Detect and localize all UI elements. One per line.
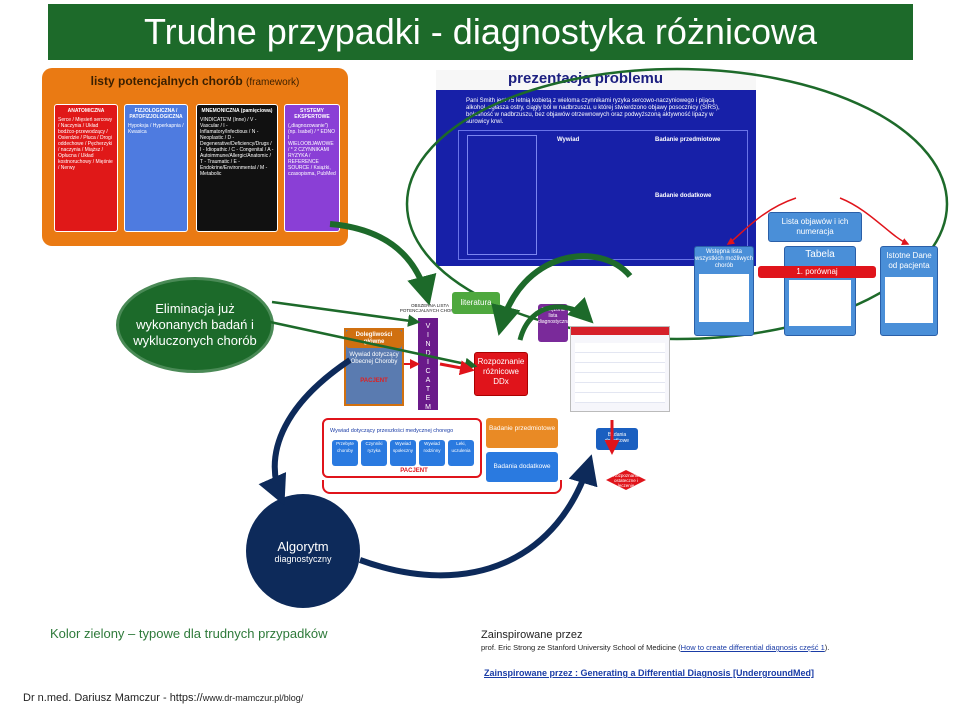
inspired-link-1[interactable]: How to create differential diagnosis czę…	[680, 643, 825, 652]
literature-box: literatura	[452, 292, 500, 314]
current-history-label: Wywiad dotyczący Obecnej Choroby	[349, 352, 399, 365]
diagnosis-table	[570, 326, 670, 412]
arrow-presentation-to-diagnosis	[491, 253, 633, 336]
past-history-label: Wywiad dotyczący przeszłości medycznej c…	[330, 428, 454, 434]
diagnosis-box: Rozpoznanie różnicowe DDx	[474, 352, 528, 396]
past-col-4: Leki, uczulenia	[448, 440, 474, 466]
compare-arrow: 1. porównaj	[758, 266, 876, 278]
grid-header-history: Wywiad	[557, 137, 580, 143]
complaints-label: Dolegliwości główne	[346, 330, 402, 348]
diagnosis-table-header	[571, 327, 669, 335]
table-panel: Lista objawów i ich numeracja Wstępna li…	[694, 212, 940, 340]
arrow-to-algorithm	[258, 357, 352, 506]
arrow-symptoms-left	[726, 197, 797, 245]
arrow-framework-to-vindicate	[329, 221, 437, 306]
initial-list-box: Wstępna lista wszystkich możliwych choró…	[694, 246, 754, 336]
algorithm-subtitle: diagnostyczny	[274, 553, 332, 564]
past-col-0: Przebyte choroby	[332, 440, 358, 466]
framework-panel: listy potencjalnych chorób (framework) A…	[42, 68, 348, 246]
inspired-link-2[interactable]: Zainspirowane przez : Generating a Diffe…	[484, 668, 815, 678]
author-line: Dr n.med. Dariusz Mamczur - https://www.…	[23, 692, 304, 704]
exam-box: Badanie przedmiotowe	[486, 418, 558, 448]
extra-tests-box: Badania dodatkowe	[486, 452, 558, 482]
arrow-algorithm-to-tests	[358, 454, 598, 579]
past-history-tail	[322, 480, 562, 494]
framework-mnemonic: MNEMONICZNA (pamięciowa)VINDICATE'M (Inn…	[196, 104, 278, 232]
important-data-box: Istotne Dane od pacjenta	[880, 246, 938, 336]
patient-label-2: PACJENT	[400, 468, 428, 474]
table-box: Tabela	[784, 246, 856, 336]
diagnosis-table-body	[575, 343, 665, 403]
framework-title: listy potencjalnych chorób (framework)	[90, 74, 300, 88]
legend-green: Kolor zielony – typowe dla trudnych przy…	[50, 626, 328, 641]
inspired-line: prof. Eric Strong ze Stanford University…	[481, 643, 830, 652]
arrow-elimination	[271, 300, 421, 327]
presentation-title: prezentacja problemu	[436, 70, 756, 90]
inspired-title: Zainspirowane przez	[481, 629, 583, 641]
grid-header-tests: Badanie dodatkowe	[655, 193, 712, 199]
presentation-text: Pani Smith jest 75 letnią kobietą z wiel…	[466, 98, 720, 125]
patient-label: PACJENT	[360, 378, 388, 384]
page-title: Trudne przypadki - diagnostyka różnicowa	[48, 4, 913, 60]
arrow-elimination-2	[269, 320, 478, 371]
arrow-symptoms-right	[839, 197, 910, 245]
arrow-to-narrow-list	[517, 297, 594, 341]
algorithm-circle: Algorytm diagnostyczny	[246, 494, 360, 608]
past-col-3: Wywiad rodzinny	[419, 440, 445, 466]
framework-expert: SYSTEMY EKSPERTOWE(„diagnozowanie”) (np.…	[284, 104, 340, 232]
past-history-frame: Wywiad dotyczący przeszłości medycznej c…	[322, 418, 482, 478]
green-oval	[405, 67, 949, 341]
elimination-circle: Eliminacja już wykonanych badań i wykluc…	[116, 277, 274, 373]
final-diagnosis-shape: Rozpoznanie ostateczne i leczenie	[606, 470, 646, 490]
past-col-1: Czynniki ryzyka	[361, 440, 387, 466]
past-col-2: Wywiad społeczny	[390, 440, 416, 466]
grid-header-exam: Badanie przedmiotowe	[655, 137, 721, 143]
arrow-vindicate-to-ddx	[439, 360, 475, 376]
algorithm-title: Algorytm	[277, 538, 329, 554]
symptoms-list-box: Lista objawów i ich numeracja	[768, 212, 862, 242]
grid-left-col	[467, 135, 537, 255]
presentation-panel: prezentacja problemu Pani Smith jest 75 …	[436, 70, 756, 266]
